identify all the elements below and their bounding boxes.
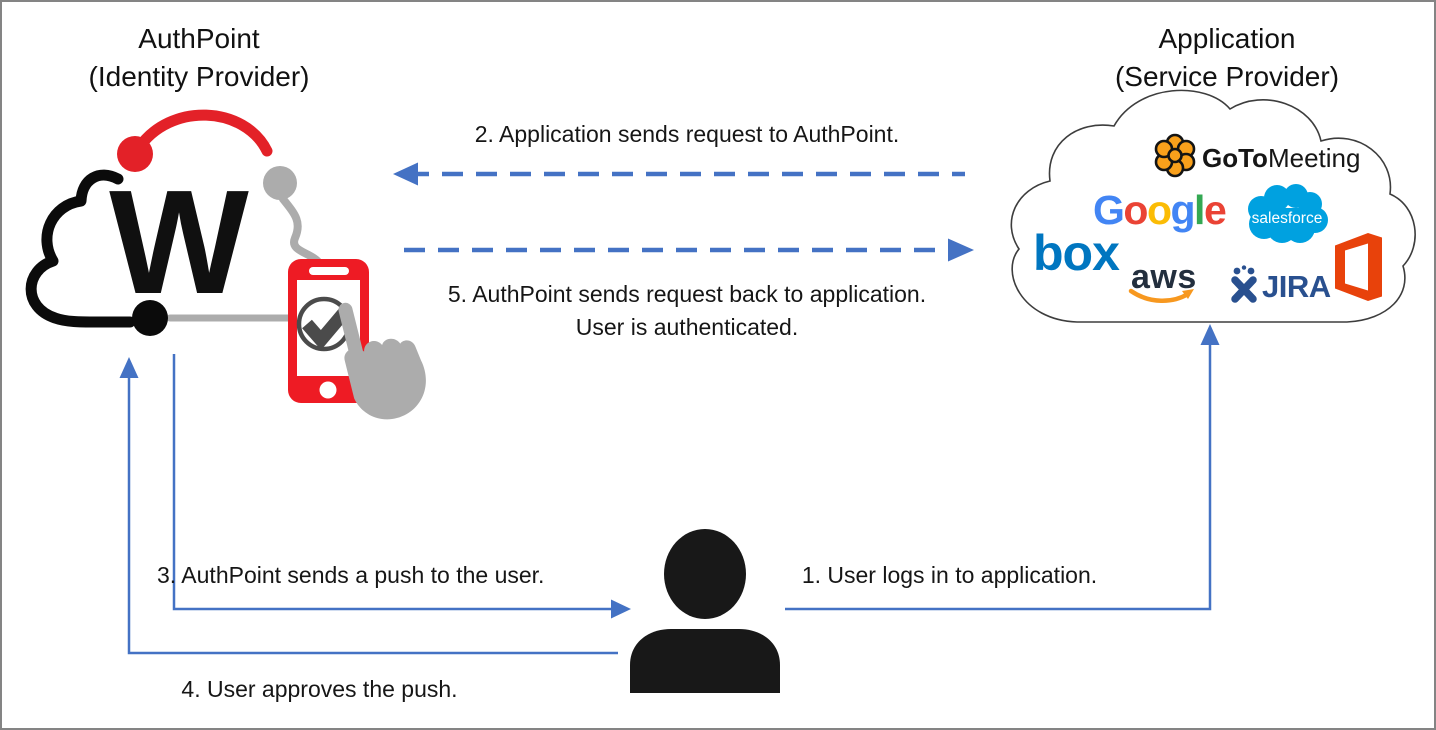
label-step3: 3. AuthPoint sends a push to the user. (157, 562, 545, 588)
application-cloud (1010, 89, 1416, 323)
red-arc-icon (132, 109, 273, 157)
label-step1: 1. User logs in to application. (801, 562, 1098, 588)
google-letter: G (1093, 187, 1125, 233)
google-logo: Google (1093, 187, 1227, 234)
label-step4: 4. User approves the push. (181, 676, 458, 702)
google-letter: g (1170, 187, 1196, 233)
user-silhouette-icon (630, 529, 780, 693)
arrow-step5-right-icon (404, 238, 974, 262)
cloud-outline-icon (25, 169, 136, 328)
label-step2: 2. Application sends request to AuthPoin… (474, 121, 900, 147)
google-letter: o (1146, 187, 1172, 233)
jira-person-icon (1231, 265, 1257, 303)
sp-title-block: Application (Service Provider) (1057, 20, 1397, 96)
salesforce-text: salesforce (1252, 210, 1323, 227)
gotomeeting-logo: GoToMeeting (1202, 143, 1360, 174)
arrow-step3-to-user-icon (172, 354, 631, 619)
arrow-step4-to-authpoint-icon (119, 357, 618, 655)
jira-logo: JIRA (1228, 265, 1331, 303)
checkmark-icon (302, 303, 353, 350)
sp-title: Application (1158, 23, 1296, 54)
office-logo (1335, 233, 1382, 301)
gotomeeting-daisy-icon (1154, 133, 1196, 178)
gotomeeting-regular-text: Meeting (1267, 143, 1361, 173)
salesforce-logo: salesforce (1248, 184, 1328, 243)
jira-text: JIRA (1262, 269, 1331, 304)
google-letter: e (1203, 187, 1227, 233)
label-step5: 5. AuthPoint sends request back to appli… (422, 278, 952, 344)
hand-cursor-icon (338, 302, 426, 420)
aws-smile-icon (1128, 288, 1194, 303)
idp-subtitle: (Identity Provider) (88, 61, 310, 92)
watchguard-cloud-logo: W (25, 109, 426, 420)
red-node-icon (117, 136, 153, 172)
google-letter: l (1194, 187, 1205, 233)
gray-connector-icon (279, 195, 324, 268)
idp-title-block: AuthPoint (Identity Provider) (29, 20, 369, 96)
sp-subtitle: (Service Provider) (1114, 61, 1340, 92)
black-node-icon (132, 300, 168, 336)
google-letter: o (1123, 187, 1148, 233)
cloud-outline-icon (1010, 89, 1416, 323)
gray-node-icon (263, 166, 297, 200)
watchguard-w-letter: W (109, 160, 249, 325)
gotomeeting-bold-text: GoTo (1202, 143, 1268, 173)
arrow-step1-to-application-icon (785, 324, 1220, 611)
aws-logo: aws (1131, 258, 1197, 296)
label-step5-line2: User is authenticated. (575, 314, 799, 340)
box-logo: box (1033, 225, 1120, 281)
label-step5-line1: 5. AuthPoint sends request back to appli… (447, 281, 927, 307)
arrow-step2-left-icon (393, 162, 965, 186)
idp-title: AuthPoint (138, 23, 260, 54)
